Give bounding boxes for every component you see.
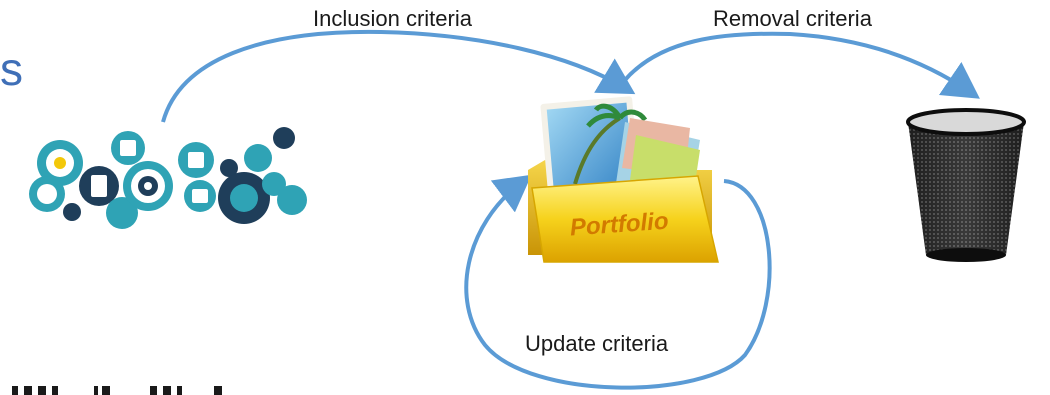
portfolio-label: Portfolio xyxy=(569,208,669,242)
removal-arrow xyxy=(623,31,980,99)
trash-bin-icon xyxy=(906,108,1026,262)
update-criteria-label: Update criteria xyxy=(525,331,669,356)
portfolio-label-svg: Portfolio xyxy=(569,208,669,242)
inclusion-arrow xyxy=(161,29,636,123)
gears-illustration xyxy=(29,127,307,229)
cropped-text-fragment xyxy=(0,380,260,395)
portfolio-folder-icon xyxy=(528,96,719,263)
heading-fragment: s xyxy=(0,43,23,95)
removal-criteria-label: Removal criteria xyxy=(713,6,872,31)
inclusion-criteria-label: Inclusion criteria xyxy=(313,6,472,31)
update-loop-arrow xyxy=(464,174,772,390)
